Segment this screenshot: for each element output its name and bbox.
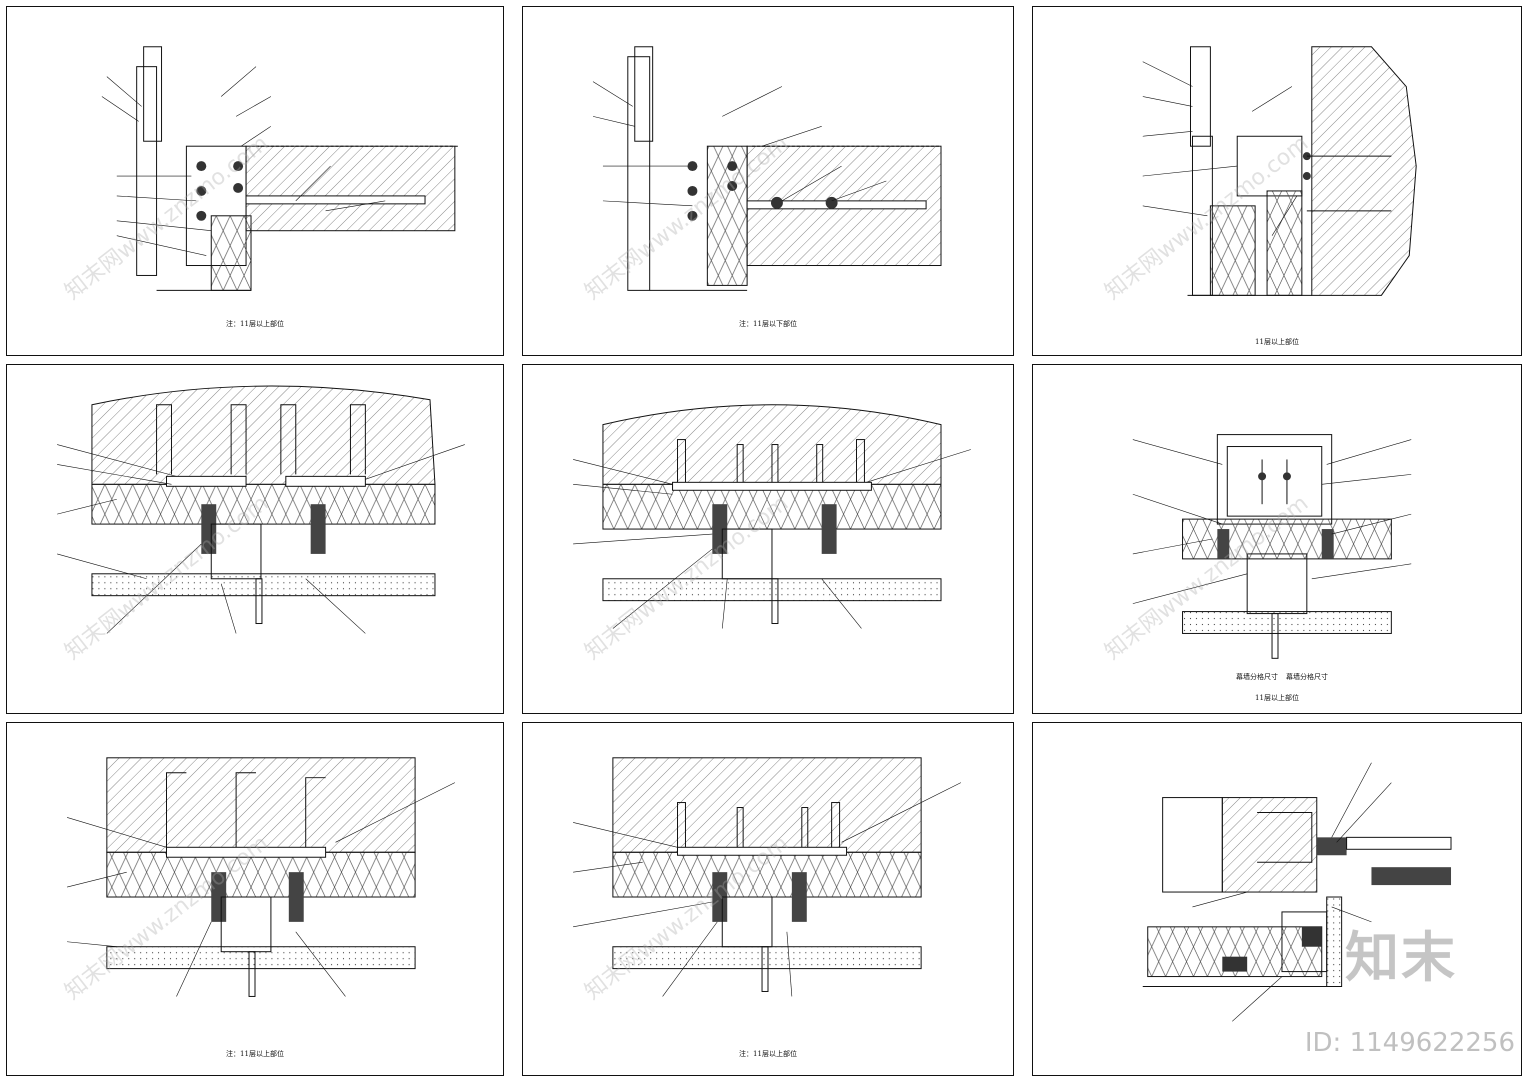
sheet-caption: 注：11层以上部位 bbox=[226, 320, 284, 328]
plan-detail-8 bbox=[573, 757, 962, 997]
drawing-sheet-4 bbox=[6, 364, 504, 714]
sheet-caption: 11层以上部位 bbox=[1255, 694, 1299, 702]
drawing-sheet-2: 注：11层以下部位 bbox=[522, 6, 1014, 356]
dimension-label: 幕墙分格尺寸 bbox=[1236, 673, 1278, 681]
drawing-sheet-1: 注：11层以上部位 bbox=[6, 6, 504, 356]
sheet-caption: 11层以上部位 bbox=[1255, 338, 1299, 346]
drawing-sheet-3: 11层以上部位 bbox=[1032, 6, 1522, 356]
section-detail-3 bbox=[1142, 46, 1417, 296]
plan-detail-7 bbox=[66, 757, 455, 997]
section-detail-1 bbox=[101, 46, 460, 291]
plan-detail-6 bbox=[1132, 434, 1412, 659]
sheet-caption: 注：11层以上部位 bbox=[739, 1050, 797, 1058]
dimension-label: 幕墙分格尺寸 bbox=[1286, 673, 1328, 681]
sheet-caption: 注：11层以下部位 bbox=[739, 320, 797, 328]
drawing-sheet-8: 注：11层以上部位 bbox=[522, 722, 1014, 1076]
plan-detail-4 bbox=[57, 385, 465, 634]
drawing-sheet-7: 注：11层以上部位 bbox=[6, 722, 504, 1076]
drawing-sheet-6: 幕墙分格尺寸 幕墙分格尺寸 11层以上部位 bbox=[1032, 364, 1522, 714]
section-detail-2 bbox=[592, 46, 942, 291]
watermark-id: ID: 1149622256 bbox=[1304, 1028, 1515, 1058]
section-detail-9 bbox=[1142, 762, 1452, 1022]
watermark-logo: 知末 bbox=[1345, 926, 1457, 989]
drawing-sheet-5 bbox=[522, 364, 1014, 714]
drawing-sheet-9 bbox=[1032, 722, 1522, 1076]
plan-detail-5 bbox=[573, 404, 971, 629]
sheet-caption: 注：11层以上部位 bbox=[226, 1050, 284, 1058]
